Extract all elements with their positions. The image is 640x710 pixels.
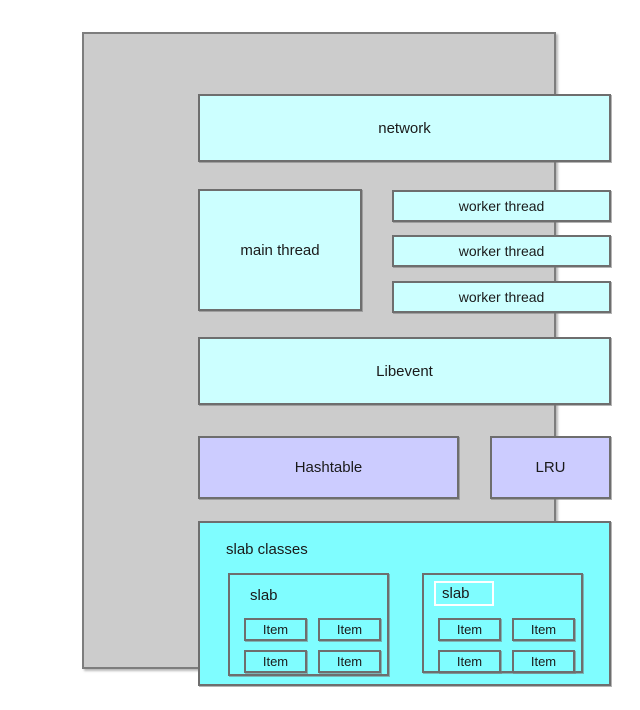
hashtable-label: Hashtable bbox=[294, 459, 363, 476]
item-box: Item bbox=[244, 650, 307, 673]
diagram-outer-frame: network main thread worker thread worker… bbox=[82, 32, 611, 686]
item-box: Item bbox=[318, 618, 381, 641]
libevent-label: Libevent bbox=[376, 362, 433, 380]
slab-label-2: slab bbox=[434, 581, 494, 606]
item-box: Item bbox=[318, 650, 381, 673]
item-label: Item bbox=[336, 622, 363, 637]
item-box: Item bbox=[512, 618, 575, 641]
item-box: Item bbox=[438, 618, 501, 641]
worker-thread-box-3: worker thread bbox=[392, 281, 611, 313]
hashtable-box: Hashtable bbox=[198, 436, 459, 499]
slab-group-1: slab Item Item Item Item bbox=[228, 573, 389, 676]
slab-classes-label: slab classes bbox=[226, 541, 308, 558]
network-box: network bbox=[198, 94, 611, 162]
item-label: Item bbox=[530, 622, 557, 637]
item-box: Item bbox=[512, 650, 575, 673]
lru-label: LRU bbox=[535, 459, 566, 476]
item-label: Item bbox=[262, 622, 289, 637]
network-label: network bbox=[378, 119, 431, 137]
item-label: Item bbox=[336, 654, 363, 669]
libevent-box: Libevent bbox=[198, 337, 611, 405]
main-thread-label: main thread bbox=[240, 241, 320, 259]
slab-group-2: slab Item Item Item Item bbox=[422, 573, 583, 673]
slab-label-1: slab bbox=[250, 587, 278, 604]
item-label: Item bbox=[456, 654, 483, 669]
item-label: Item bbox=[530, 654, 557, 669]
lru-box: LRU bbox=[490, 436, 611, 499]
worker-thread-label-2: worker thread bbox=[458, 243, 545, 259]
item-label: Item bbox=[262, 654, 289, 669]
item-box: Item bbox=[438, 650, 501, 673]
worker-thread-box-2: worker thread bbox=[392, 235, 611, 267]
main-thread-box: main thread bbox=[198, 189, 362, 311]
item-box: Item bbox=[244, 618, 307, 641]
item-label: Item bbox=[456, 622, 483, 637]
worker-thread-label-1: worker thread bbox=[458, 198, 545, 214]
worker-thread-box-1: worker thread bbox=[392, 190, 611, 222]
worker-thread-label-3: worker thread bbox=[458, 289, 545, 305]
slab-classes-box: slab classes slab Item Item Item Item sl… bbox=[198, 521, 611, 686]
